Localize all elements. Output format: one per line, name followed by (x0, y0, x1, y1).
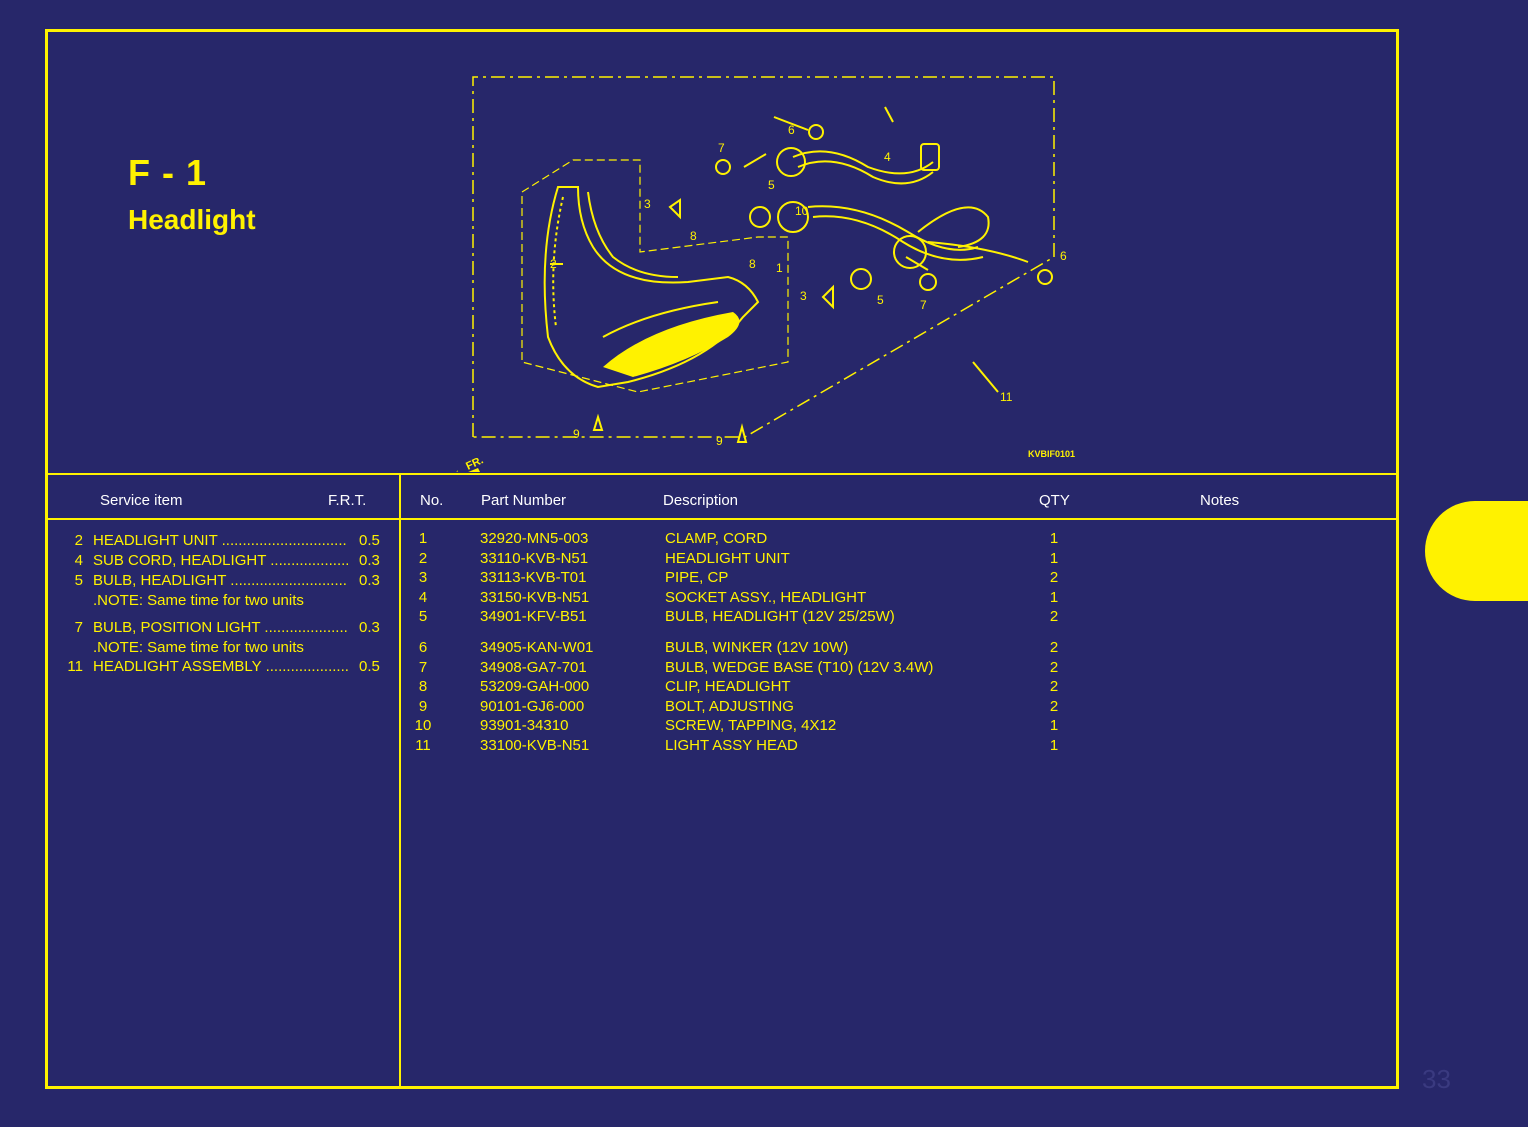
page-number: 33 (1422, 1064, 1451, 1094)
callout-2: 2 (550, 257, 557, 271)
header-service-item: Service item (100, 492, 183, 509)
section-title: Headlight (128, 204, 256, 235)
callout-11: 11 (1000, 390, 1013, 404)
divider-header (48, 518, 1396, 520)
svg-text:FR.: FR. (464, 454, 485, 472)
callout-7: 7 (718, 141, 725, 155)
header-frt: F.R.T. (328, 492, 367, 509)
callout-3: 3 (644, 197, 651, 211)
service-note: .NOTE: Same time for two units (93, 639, 304, 656)
callout-5: 5 (768, 178, 775, 192)
callout-8: 8 (690, 229, 697, 243)
header-qty: QTY (1039, 492, 1070, 509)
page-frame: F - 1 Headlight (45, 29, 1399, 1089)
callout-3b: 3 (800, 289, 807, 303)
callout-4: 4 (884, 150, 891, 164)
callout-10: 10 (795, 204, 809, 218)
front-arrow-icon: FR. (456, 454, 485, 472)
header-no: No. (420, 492, 444, 509)
header-description: Description (663, 492, 739, 509)
callout-7b: 7 (920, 298, 927, 312)
callout-9b: 9 (716, 434, 723, 448)
section-tab-marker (1425, 501, 1528, 601)
callout-5b: 5 (877, 293, 884, 307)
callout-9: 9 (573, 427, 580, 441)
service-note: .NOTE: Same time for two units (93, 592, 304, 609)
headlight-exploded-diagram: 6 7 4 5 10 3 8 2 1 8 3 5 7 6 11 9 9 FR. (456, 76, 1067, 472)
callout-6: 6 (788, 123, 795, 137)
header-part-number: Part Number (481, 492, 567, 509)
header-notes: Notes (1200, 492, 1240, 509)
callout-1: 1 (776, 261, 783, 275)
divider-vertical (399, 475, 401, 1086)
section-code: F - 1 (128, 152, 208, 193)
divider-top (48, 473, 1396, 475)
figure-code: KVBIF0101 (1028, 449, 1076, 459)
callout-6b: 6 (1060, 249, 1067, 263)
callout-8b: 8 (749, 257, 756, 271)
